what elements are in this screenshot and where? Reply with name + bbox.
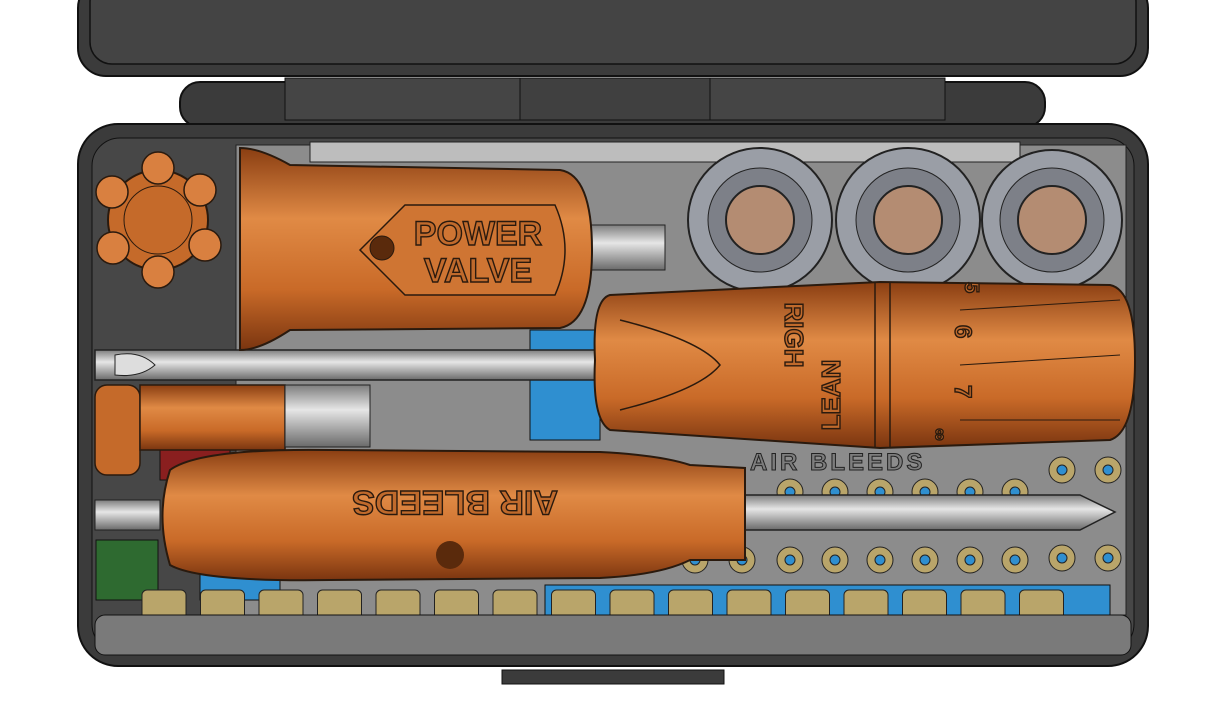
power-label: POWER: [414, 215, 542, 253]
star-knob: [95, 151, 222, 289]
valve-label: VALVE: [424, 252, 532, 290]
lean-label: LEAN: [816, 360, 846, 431]
bit-hole: [1056, 552, 1068, 564]
bit-hole: [874, 554, 886, 566]
screwdriver-rich-lean[interactable]: RIGH LEAN 5 6 7 8: [593, 280, 1137, 450]
bit-holders: [141, 456, 1122, 621]
screwdriver-air-bleeds[interactable]: AIR BLEEDS: [94, 448, 1117, 582]
bit-hole: [919, 554, 931, 566]
case-front-lip: [94, 614, 1132, 656]
dial-number-8: 8: [935, 427, 944, 444]
bit-hole: [829, 554, 841, 566]
screwdriver-power-valve[interactable]: POWER VALVE: [239, 146, 594, 352]
dial-number-7: 7: [949, 385, 976, 398]
bit-hole: [1056, 464, 1068, 476]
screwdriver-shaft: [94, 224, 666, 381]
bit-hole: [1102, 552, 1114, 564]
bit-hole: [1102, 464, 1114, 476]
case-lid[interactable]: [77, 0, 1149, 77]
bit-hole: [784, 554, 796, 566]
dial-number-5: 5: [960, 282, 982, 293]
air-bleeds-handle-label: AIR BLEEDS: [352, 483, 558, 521]
floor-label: AIR BLEEDS: [750, 449, 925, 476]
hinges: [179, 77, 1046, 128]
rich-label: RIGH: [779, 303, 809, 368]
bit-hole: [1009, 554, 1021, 566]
dial-number-6: 6: [949, 325, 976, 338]
sockets: [687, 147, 1123, 293]
bit-hole: [964, 554, 976, 566]
stubby-driver[interactable]: [94, 384, 371, 476]
